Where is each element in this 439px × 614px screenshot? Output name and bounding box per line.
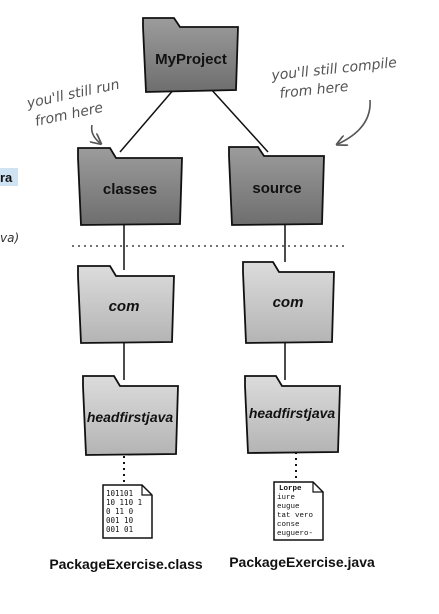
class-file-line-4: 001 10 xyxy=(106,516,134,525)
folder-source[interactable]: source xyxy=(228,146,325,226)
class-file-name: PackageExercise.class xyxy=(49,556,203,572)
margin-highlight xyxy=(0,168,18,186)
margin-fragment-1: ra xyxy=(0,170,13,185)
java-file-line-1: Lorpe xyxy=(279,485,302,493)
java-file-name: PackageExercise.java xyxy=(229,554,375,570)
class-file-line-3: 0 11 0 xyxy=(106,507,134,516)
java-file-line-6: euguero- xyxy=(277,530,313,538)
folder-source-label: source xyxy=(252,180,301,197)
class-file-line-2: 10 110 1 xyxy=(106,498,142,507)
run-arrow xyxy=(92,124,100,143)
class-file-line-5: 001 01 xyxy=(106,525,133,534)
folder-myproject[interactable]: MyProject xyxy=(142,17,239,93)
folder-source-headfirstjava-label: headfirstjava xyxy=(249,405,336,421)
compile-note-line-2: from here xyxy=(279,79,349,102)
java-file-line-3: eugue xyxy=(277,503,300,511)
class-file-icon[interactable]: 101101 10 110 1 0 11 0 001 10 001 01 xyxy=(102,484,153,539)
folder-classes-headfirstjava[interactable]: headfirstjava xyxy=(82,375,179,456)
java-file-line-2: iure xyxy=(277,494,295,502)
margin-fragment-2: va) xyxy=(0,231,19,245)
folder-classes-headfirstjava-label: headfirstjava xyxy=(87,409,174,425)
folder-source-headfirstjava[interactable]: headfirstjava xyxy=(244,375,341,454)
folder-classes-com-label: com xyxy=(109,298,140,315)
folder-source-com-label: com xyxy=(273,294,304,311)
folder-classes[interactable]: classes xyxy=(77,147,183,226)
class-file-line-1: 101101 xyxy=(106,489,133,498)
folder-source-com[interactable]: com xyxy=(242,261,335,344)
compile-arrow xyxy=(338,99,371,144)
file-dotted-leads xyxy=(123,452,297,484)
folder-classes-label: classes xyxy=(103,181,157,198)
folder-classes-com[interactable]: com xyxy=(77,265,175,344)
run-annotation: you'll still run from here xyxy=(25,77,121,143)
java-file-line-4: tat vero xyxy=(277,512,314,520)
java-file-line-5: conse xyxy=(277,521,300,529)
compile-annotation: you'll still compile from here xyxy=(270,55,398,144)
connectors xyxy=(119,87,286,380)
java-file-icon[interactable]: Lorpe iure eugue tat vero conse euguero- xyxy=(273,481,324,541)
folder-myproject-label: MyProject xyxy=(155,51,227,68)
